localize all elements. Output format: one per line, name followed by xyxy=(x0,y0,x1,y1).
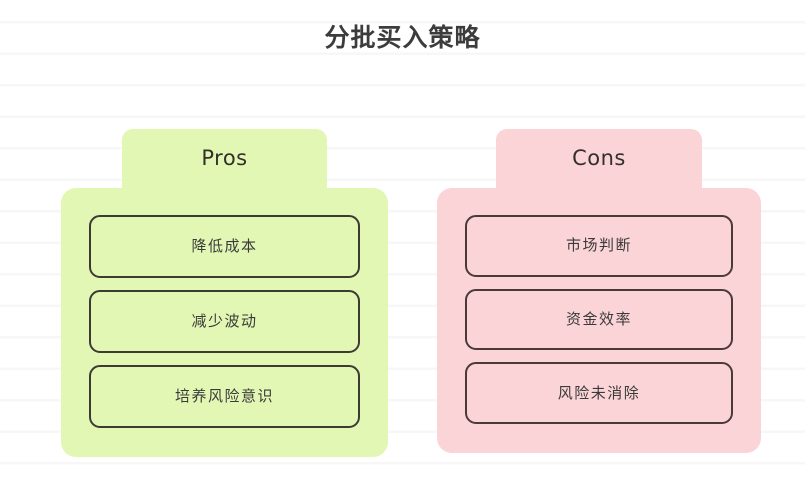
cons-item-3-label: 风险未消除 xyxy=(557,383,641,402)
pros-column: Pros 降低成本 减少波动 培养风险意识 xyxy=(61,129,388,457)
cons-item-list: 市场判断 资金效率 风险未消除 xyxy=(437,188,761,453)
cons-item-3[interactable]: 风险未消除 xyxy=(465,362,733,425)
pros-item-list: 降低成本 减少波动 培养风险意识 xyxy=(61,188,388,457)
pros-item-2-label: 减少波动 xyxy=(191,312,258,330)
cons-item-2-label: 资金效率 xyxy=(565,310,632,328)
cons-column-header[interactable]: Cons xyxy=(496,129,702,188)
cons-column-header-label: Cons xyxy=(572,146,626,170)
pros-item-2[interactable]: 减少波动 xyxy=(89,290,360,353)
pros-column-header-label: Pros xyxy=(201,146,248,170)
pros-item-3[interactable]: 培养风险意识 xyxy=(89,365,360,428)
pros-item-3-label: 培养风险意识 xyxy=(174,387,274,405)
cons-item-1[interactable]: 市场判断 xyxy=(465,215,733,277)
pros-item-1[interactable]: 降低成本 xyxy=(89,215,360,278)
page-title: 分批买入策略 xyxy=(324,23,481,52)
cons-item-2[interactable]: 资金效率 xyxy=(465,288,733,351)
cons-item-1-label: 市场判断 xyxy=(565,236,632,255)
pros-item-1-label: 降低成本 xyxy=(191,237,258,255)
cons-column: Cons 市场判断 资金效率 风险未消除 xyxy=(437,129,761,453)
pros-column-header[interactable]: Pros xyxy=(122,129,327,188)
